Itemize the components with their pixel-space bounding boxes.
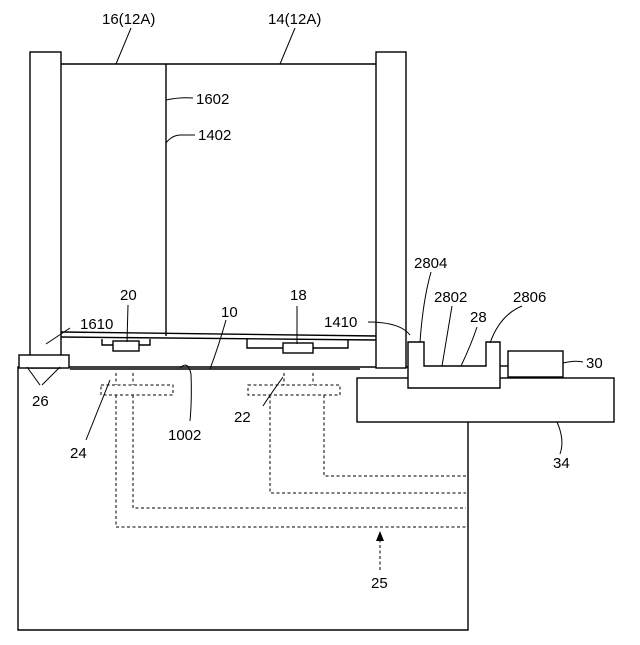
label-14: 14(12A): [268, 11, 321, 28]
leader-10: [210, 320, 226, 369]
leader-2804: [420, 272, 431, 342]
label-20: 20: [120, 287, 137, 304]
label-10: 10: [221, 304, 238, 321]
label-18: 18: [290, 287, 307, 304]
foot-26: [19, 355, 69, 368]
label-26: 26: [32, 393, 49, 410]
sensor-20: [113, 341, 139, 351]
leader-16: [116, 28, 131, 64]
leader-1402: [166, 135, 195, 143]
leader-1002: [180, 365, 191, 421]
leader-2802: [442, 306, 452, 366]
label-1402: 1402: [198, 127, 231, 144]
motor-30: [508, 351, 563, 377]
label-24: 24: [70, 445, 87, 462]
bottom-plate-lower: [61, 337, 376, 340]
dashed-pad-24: [101, 385, 173, 395]
label-2802: 2802: [434, 289, 467, 306]
arrow-25-head: [376, 531, 384, 541]
left-pillar: [30, 52, 61, 368]
label-2806: 2806: [513, 289, 546, 306]
leader-2806: [490, 306, 522, 343]
leader-26b: [42, 367, 60, 385]
leader-22: [263, 377, 283, 406]
leader-34: [557, 422, 562, 454]
label-25: 25: [371, 575, 388, 592]
label-22: 22: [234, 409, 251, 426]
label-16: 16(12A): [102, 11, 155, 28]
label-1002: 1002: [168, 427, 201, 444]
sensor-18: [283, 343, 313, 353]
dashed-pad-22: [248, 385, 340, 395]
label-34: 34: [553, 455, 570, 472]
label-30: 30: [586, 355, 603, 372]
leader-14: [280, 28, 295, 64]
label-1602: 1602: [196, 91, 229, 108]
leader-26a: [27, 367, 40, 385]
label-2804: 2804: [414, 255, 447, 272]
label-1410: 1410: [324, 314, 357, 331]
leader-20: [127, 305, 128, 342]
leader-24: [86, 380, 110, 440]
right-pillar: [376, 52, 406, 368]
leader-1602: [166, 98, 193, 100]
leader-28: [461, 327, 477, 366]
carriage-28: [408, 342, 500, 388]
leader-30: [563, 361, 583, 363]
label-28: 28: [470, 309, 487, 326]
label-1610: 1610: [80, 316, 113, 333]
